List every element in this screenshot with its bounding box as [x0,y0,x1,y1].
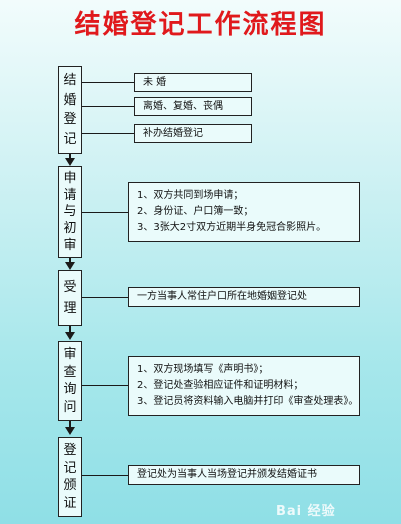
stage-char: 查 [63,364,77,380]
stage-char: 请 [63,187,77,203]
connector-line [82,385,128,386]
stage-char: 婚 [63,92,77,108]
stage-char: 受 [63,279,77,295]
item-supplementary-registration: 补办结婚登记 [134,124,252,143]
arrow-down-icon [65,158,75,166]
stage-char: 证 [63,496,77,512]
flow-line [69,421,71,429]
stage-char: 结 [63,73,77,89]
stage-char: 记 [63,131,77,147]
issuance-box: 登记处为当事人当场登记并颁发结婚证书 [128,465,360,485]
stage-char: 与 [63,204,77,220]
watermark: Bai 经验 [276,504,336,519]
stage-char: 登 [63,442,77,458]
item-unmarried: 未 婚 [134,73,252,92]
stage-char: 理 [63,301,77,317]
stage-review-inquiry: 审 查 询 问 [58,341,82,421]
stage-char: 记 [63,460,77,476]
connector-line [82,106,134,107]
flow-line [69,326,71,334]
stage-registration-issuance: 登 记 颁 证 [58,437,82,517]
stage-char: 登 [63,112,77,128]
stage-char: 询 [63,382,77,398]
flow-line [69,154,71,160]
stage-char: 颁 [63,478,77,494]
connector-line [82,475,128,476]
review-steps-box: 1、双方现场填写《声明书》； 2、登记处查验相应证件和证明材料； 3、登记员将资… [128,356,360,416]
flow-line [69,258,71,264]
connector-line [82,133,134,134]
page-title: 结婚登记工作流程图 [74,10,327,40]
connector-line [82,82,134,83]
arrow-down-icon [65,427,75,435]
arrow-down-icon [65,262,75,270]
acceptance-location-box: 一方当事人常住户口所在地婚姻登记处 [128,287,360,307]
stage-char: 初 [63,221,77,237]
connector-line [82,212,128,213]
stage-registration: 结 婚 登 记 [58,66,82,154]
stage-acceptance: 受 理 [58,270,82,326]
stage-char: 审 [63,346,77,362]
stage-application-review: 申 请 与 初 审 [58,166,82,258]
stage-char: 申 [63,170,77,186]
item-divorced-remarried-widowed: 离婚、复婚、丧偶 [134,97,252,116]
application-requirements-box: 1、双方共同到场申请； 2、身份证、户口簿一致； 3、3张大2寸双方近期半身免冠… [128,182,360,242]
stage-char: 审 [63,238,77,254]
connector-line [82,297,128,298]
arrow-down-icon [65,332,75,340]
stage-char: 问 [63,400,77,416]
